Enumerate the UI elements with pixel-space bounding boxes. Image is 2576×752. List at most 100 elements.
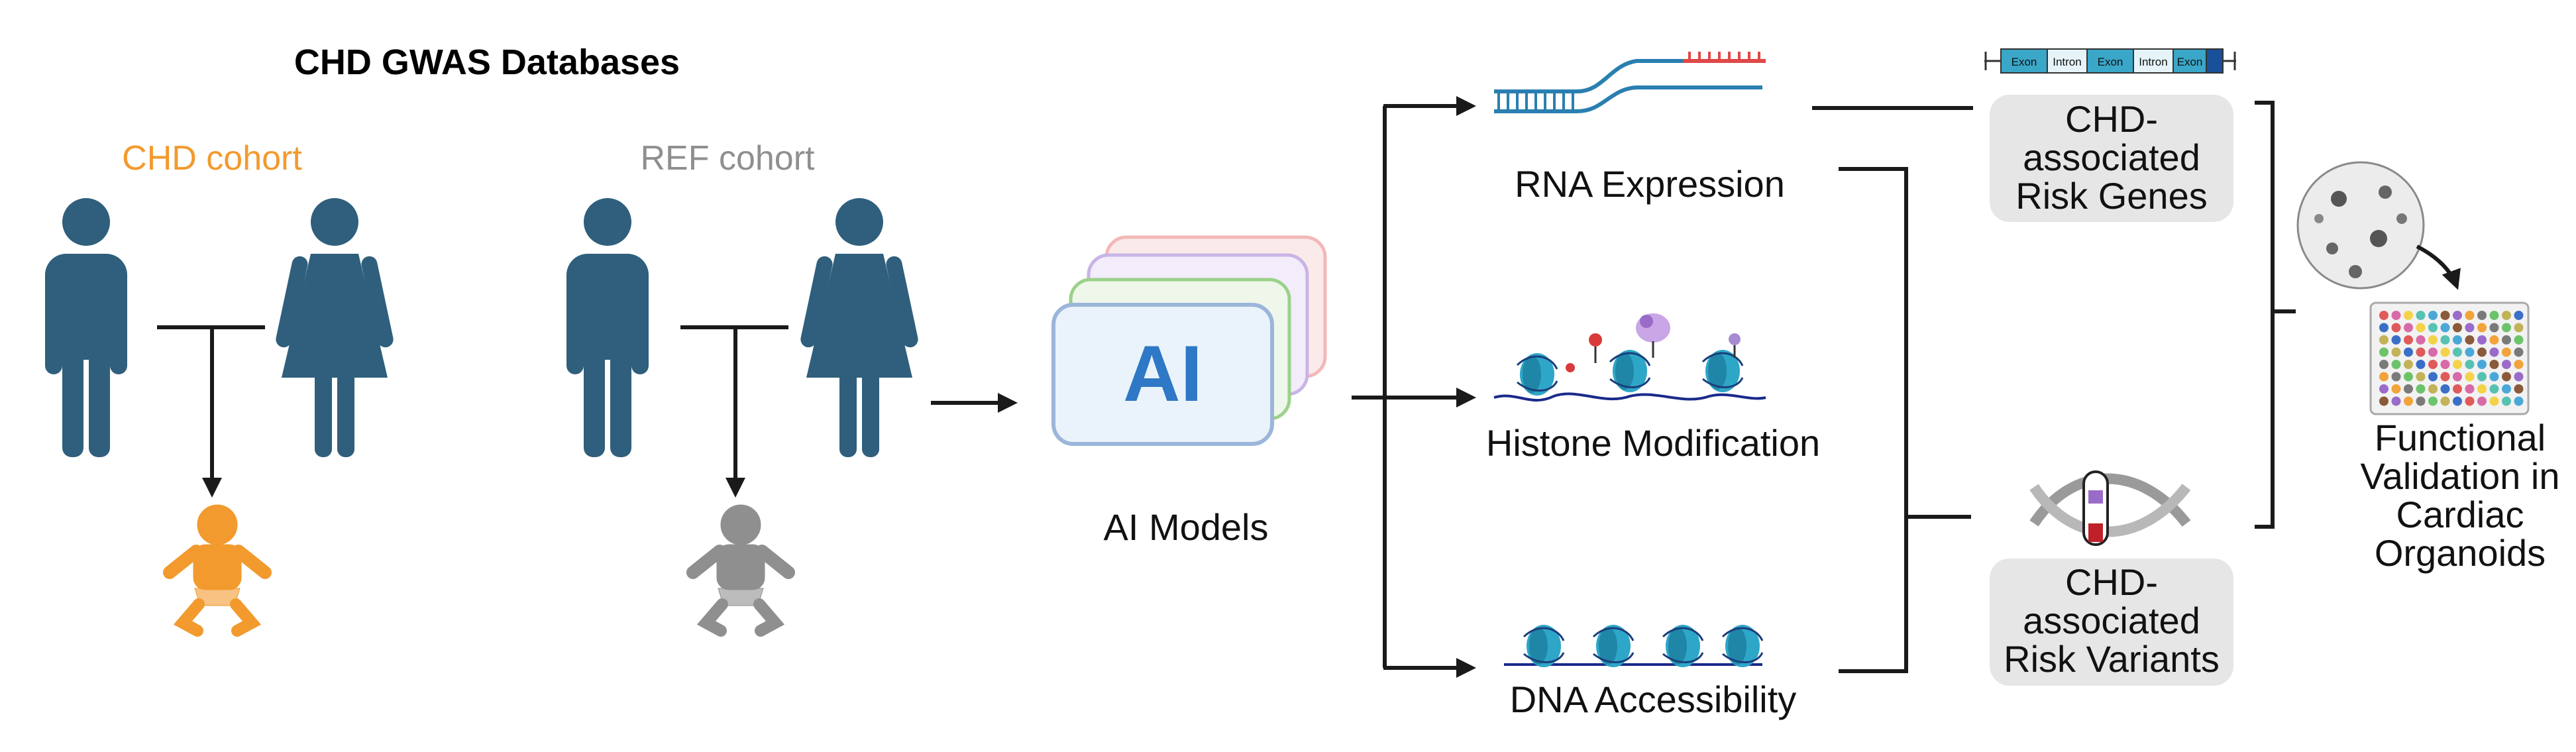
plate-well xyxy=(2465,311,2475,320)
plate-well xyxy=(2514,360,2524,369)
variant-dna-helix-graphic xyxy=(2029,470,2191,546)
plate-well xyxy=(2514,396,2524,406)
plate-well xyxy=(2428,396,2438,406)
well-plate-icon xyxy=(2369,301,2530,415)
plate-well xyxy=(2416,396,2426,406)
plate-well xyxy=(2391,311,2401,320)
chd-mother-icon xyxy=(274,198,395,457)
plate-well xyxy=(2502,384,2511,394)
ai-card-text: AI xyxy=(1123,329,1203,418)
validation-label-line4: Organoids xyxy=(2375,532,2546,574)
risk-genes-label-line1: CHD- xyxy=(2065,98,2158,140)
plate-well xyxy=(2453,323,2462,333)
plate-well xyxy=(2502,311,2511,320)
plate-well xyxy=(2453,347,2462,357)
plate-well xyxy=(2514,384,2524,394)
plate-well xyxy=(2391,396,2401,406)
plate-well xyxy=(2404,384,2413,394)
plate-well xyxy=(2453,360,2462,369)
plate-well xyxy=(2428,323,2438,333)
gene-segment-2: Intron xyxy=(2053,56,2081,68)
plate-well xyxy=(2391,360,2401,369)
plate-well xyxy=(2502,396,2511,406)
plate-well xyxy=(2465,396,2475,406)
plate-well xyxy=(2416,311,2426,320)
plate-well xyxy=(2404,396,2413,406)
gene-segment-5: Exon xyxy=(2177,56,2203,68)
plate-well xyxy=(2489,323,2499,333)
plate-well xyxy=(2416,384,2426,394)
plate-well xyxy=(2489,396,2499,406)
plate-well xyxy=(2416,360,2426,369)
plate-well xyxy=(2502,347,2511,357)
plate-well xyxy=(2453,335,2462,345)
plate-well xyxy=(2391,323,2401,333)
validation-label-line3: Cardiac xyxy=(2396,494,2524,535)
validation-label-line2: Validation in xyxy=(2361,455,2560,497)
plate-well xyxy=(2440,372,2450,382)
risk-genes-label-line3: Risk Genes xyxy=(2015,175,2207,217)
plate-well xyxy=(2514,311,2524,320)
plate-well xyxy=(2391,384,2401,394)
ref-cohort-label: REF cohort xyxy=(641,139,816,178)
plate-well xyxy=(2453,311,2462,320)
plate-well xyxy=(2379,323,2388,333)
plate-well xyxy=(2489,360,2499,369)
plate-well xyxy=(2391,372,2401,382)
plate-well xyxy=(2465,360,2475,369)
plate-well xyxy=(2477,335,2487,345)
histone-modification-graphic xyxy=(1493,313,1766,402)
plate-well xyxy=(2379,384,2388,394)
plate-well xyxy=(2453,384,2462,394)
plate-well xyxy=(2514,335,2524,345)
plate-well xyxy=(2428,311,2438,320)
plate-well xyxy=(2465,335,2475,345)
risk-variants-label-line1: CHD- xyxy=(2065,561,2158,603)
plate-well xyxy=(2502,323,2511,333)
plate-well xyxy=(2465,372,2475,382)
ref-mother-icon xyxy=(799,198,920,457)
risk-variants-label-line2: associated xyxy=(2023,600,2200,641)
plate-well xyxy=(2453,396,2462,406)
plate-well xyxy=(2477,384,2487,394)
plate-well xyxy=(2391,335,2401,345)
plate-well xyxy=(2465,323,2475,333)
dna-accessibility-graphic xyxy=(1504,623,1764,669)
gene-segment-4: Intron xyxy=(2139,56,2167,68)
plate-well xyxy=(2502,372,2511,382)
plate-well xyxy=(2416,347,2426,357)
plate-well xyxy=(2404,360,2413,369)
chd-baby-icon xyxy=(170,505,265,631)
histone-modification-label: Histone Modification xyxy=(1486,422,1820,464)
plate-well xyxy=(2489,372,2499,382)
chd-cohort-label: CHD cohort xyxy=(122,139,302,178)
plate-well xyxy=(2428,360,2438,369)
organoid-to-plate-arrow xyxy=(2416,244,2461,290)
chd-father-icon xyxy=(45,198,127,457)
plate-well xyxy=(2465,347,2475,357)
plate-well xyxy=(2416,323,2426,333)
plate-well xyxy=(2379,372,2388,382)
ai-models-label: AI Models xyxy=(1104,506,1269,548)
diagram-title: CHD GWAS Databases xyxy=(294,42,680,82)
plate-well xyxy=(2428,372,2438,382)
plate-well xyxy=(2379,347,2388,357)
plate-well xyxy=(2379,335,2388,345)
plate-well xyxy=(2477,323,2487,333)
plate-well xyxy=(2440,396,2450,406)
plate-well xyxy=(2489,347,2499,357)
plate-well xyxy=(2440,323,2450,333)
risk-variants-box xyxy=(1990,559,2233,686)
plate-well xyxy=(2379,360,2388,369)
plate-well xyxy=(2440,384,2450,394)
plate-well xyxy=(2379,396,2388,406)
rna-expression-graphic xyxy=(1494,52,1766,113)
gene-segment-3: Exon xyxy=(2098,56,2123,68)
plate-well xyxy=(2404,347,2413,357)
plate-well xyxy=(2440,335,2450,345)
plate-well xyxy=(2514,347,2524,357)
plate-well xyxy=(2428,347,2438,357)
risk-genes-box xyxy=(1990,95,2233,222)
plate-well xyxy=(2440,311,2450,320)
